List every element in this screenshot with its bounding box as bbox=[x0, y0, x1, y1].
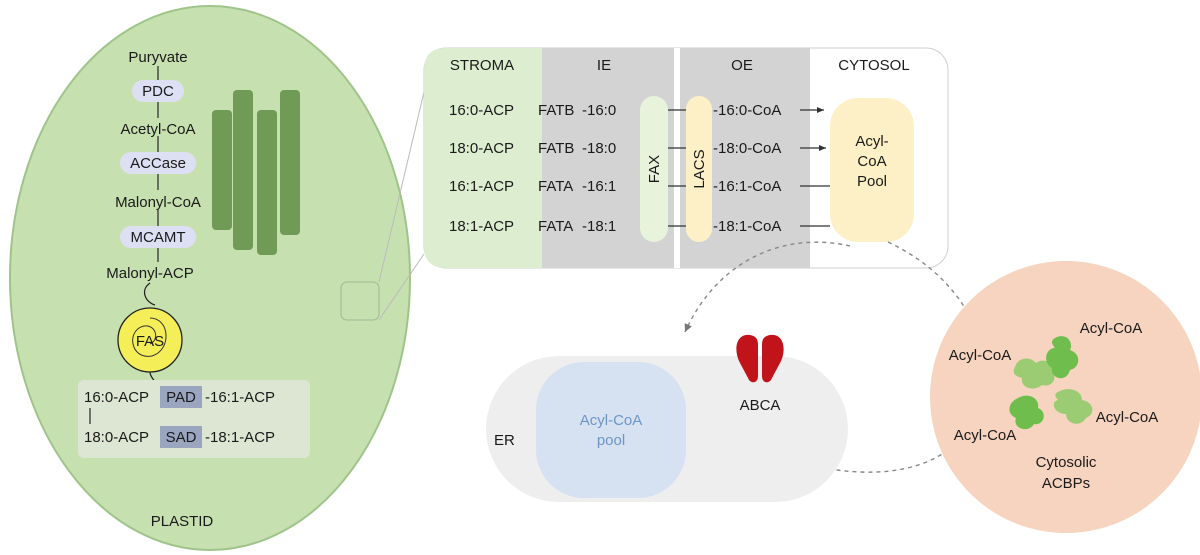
acbp-acyl-coa-1: Acyl-CoA bbox=[1080, 320, 1143, 337]
membrane-divider bbox=[674, 48, 680, 268]
row-1: 18:0-ACP FATB -18:0 -18:0-CoA bbox=[449, 140, 826, 157]
row-coa: -16:1-CoA bbox=[713, 178, 781, 195]
acbp-protein-4 bbox=[1009, 395, 1044, 430]
row-coa: -16:0-CoA bbox=[713, 102, 781, 119]
acetyl-coa-label: Acetyl-CoA bbox=[120, 121, 195, 138]
desat-16-1-acp: -16:1-ACP bbox=[205, 389, 275, 406]
thylakoid-4 bbox=[280, 90, 300, 235]
row-coa: -18:0-CoA bbox=[713, 140, 781, 157]
arrow-pool-to-acbp bbox=[887, 241, 977, 329]
accase-pill bbox=[120, 152, 196, 174]
cytosol-acyl-pool bbox=[830, 98, 914, 242]
endoplasmic-reticulum: Acyl-CoA pool ER ABCA bbox=[486, 334, 848, 502]
desaturation-box bbox=[78, 380, 310, 458]
acbp-title-line1: Cytosolic bbox=[1036, 454, 1097, 471]
row-2: 16:1-ACP FATA -16:1 -16:1-CoA bbox=[449, 178, 830, 195]
fas-label: FAS bbox=[136, 333, 164, 350]
acbp-protein-1 bbox=[1013, 358, 1055, 389]
zoom-lines bbox=[378, 91, 425, 321]
pdc-pill bbox=[132, 80, 184, 102]
acyl-pool-line3: Pool bbox=[857, 173, 887, 190]
accase-label: ACCase bbox=[130, 155, 186, 172]
lacs-enzyme bbox=[686, 96, 712, 242]
row-ffa: -18:1 bbox=[582, 218, 616, 235]
cytosolic-acbps: Acyl-CoA Acyl-CoA Acyl-CoA Acyl-CoA Cyto… bbox=[930, 261, 1200, 533]
acyl-pool-line2: CoA bbox=[857, 153, 886, 170]
thylakoid-3 bbox=[257, 110, 277, 255]
row-acp: 18:0-ACP bbox=[449, 140, 514, 157]
row-ffa: -16:0 bbox=[582, 102, 616, 119]
row-enzyme: FATA bbox=[538, 218, 573, 235]
plastid-ellipse bbox=[9, 5, 411, 551]
header-cytosol: CYTOSOL bbox=[838, 57, 909, 74]
abca-transporter bbox=[736, 334, 784, 383]
thylakoid-stack bbox=[212, 90, 300, 255]
abca-label: ABCA bbox=[740, 397, 781, 414]
acyl-pool-line1: Acyl- bbox=[855, 133, 888, 150]
lacs-label: LACS bbox=[691, 149, 708, 188]
acbp-acyl-coa-2: Acyl-CoA bbox=[949, 347, 1012, 364]
acbp-acyl-coa-4: Acyl-CoA bbox=[954, 427, 1017, 444]
abca-left-lobe bbox=[736, 334, 758, 383]
row-coa: -18:1-CoA bbox=[713, 218, 781, 235]
thylakoid-1 bbox=[212, 110, 232, 230]
sad-label: SAD bbox=[166, 429, 197, 446]
row-3: 18:1-ACP FATA -18:1 -18:1-CoA bbox=[449, 218, 830, 235]
er-pool-line1: Acyl-CoA bbox=[580, 412, 643, 429]
header-oe: OE bbox=[731, 57, 753, 74]
desat-16-0-acp: 16:0-ACP bbox=[84, 389, 149, 406]
desat-18-1-acp: -18:1-ACP bbox=[205, 429, 275, 446]
row-0: 16:0-ACP FATB -16:0 -16:0-CoA bbox=[449, 102, 824, 119]
stroma-region bbox=[424, 48, 542, 268]
desat-18-0-acp: 18:0-ACP bbox=[84, 429, 149, 446]
puryvate-label: Puryvate bbox=[128, 49, 187, 66]
arrow-acbp-to-er bbox=[799, 449, 949, 473]
er-label: ER bbox=[494, 432, 515, 449]
acbp-acyl-coa-3: Acyl-CoA bbox=[1096, 409, 1159, 426]
er-acyl-coa-pool bbox=[536, 362, 686, 498]
row-ffa: -18:0 bbox=[582, 140, 616, 157]
membrane-inset: STROMA IE OE CYTOSOL FAX LACS Acyl- CoA … bbox=[423, 47, 949, 269]
row-enzyme: FATB bbox=[538, 102, 574, 119]
plastid-label: PLASTID bbox=[151, 513, 214, 530]
acbp-protein-3 bbox=[1053, 389, 1093, 424]
row-enzyme: FATA bbox=[538, 178, 573, 195]
mcamt-pill bbox=[120, 226, 196, 248]
acbp-protein-2 bbox=[1046, 336, 1079, 379]
sad-box bbox=[160, 426, 202, 448]
row-acp: 18:1-ACP bbox=[449, 218, 514, 235]
plastid: Puryvate PDC Acetyl-CoA ACCase Malonyl-C… bbox=[9, 5, 411, 551]
mcamt-label: MCAMT bbox=[131, 229, 186, 246]
header-stroma: STROMA bbox=[450, 57, 514, 74]
pdc-label: PDC bbox=[142, 83, 174, 100]
header-ie: IE bbox=[597, 57, 611, 74]
abca-right-lobe bbox=[762, 334, 784, 383]
malonyl-coa-label: Malonyl-CoA bbox=[115, 194, 201, 211]
row-ffa: -16:1 bbox=[582, 178, 616, 195]
pad-box bbox=[160, 386, 202, 408]
malonyl-acp-label: Malonyl-ACP bbox=[106, 265, 194, 282]
acbp-title-line2: ACBPs bbox=[1042, 475, 1090, 492]
er-pool-line2: pool bbox=[597, 432, 625, 449]
transport-arrows bbox=[684, 241, 977, 473]
pad-label: PAD bbox=[166, 389, 196, 406]
row-enzyme: FATB bbox=[538, 140, 574, 157]
row-acp: 16:1-ACP bbox=[449, 178, 514, 195]
fax-transporter bbox=[640, 96, 668, 242]
fax-label: FAX bbox=[646, 155, 663, 183]
row-acp: 16:0-ACP bbox=[449, 102, 514, 119]
thylakoid-2 bbox=[233, 90, 253, 250]
fas-spiral-line bbox=[143, 282, 156, 306]
zoom-selection bbox=[340, 281, 380, 321]
fas-spiral bbox=[132, 317, 167, 357]
